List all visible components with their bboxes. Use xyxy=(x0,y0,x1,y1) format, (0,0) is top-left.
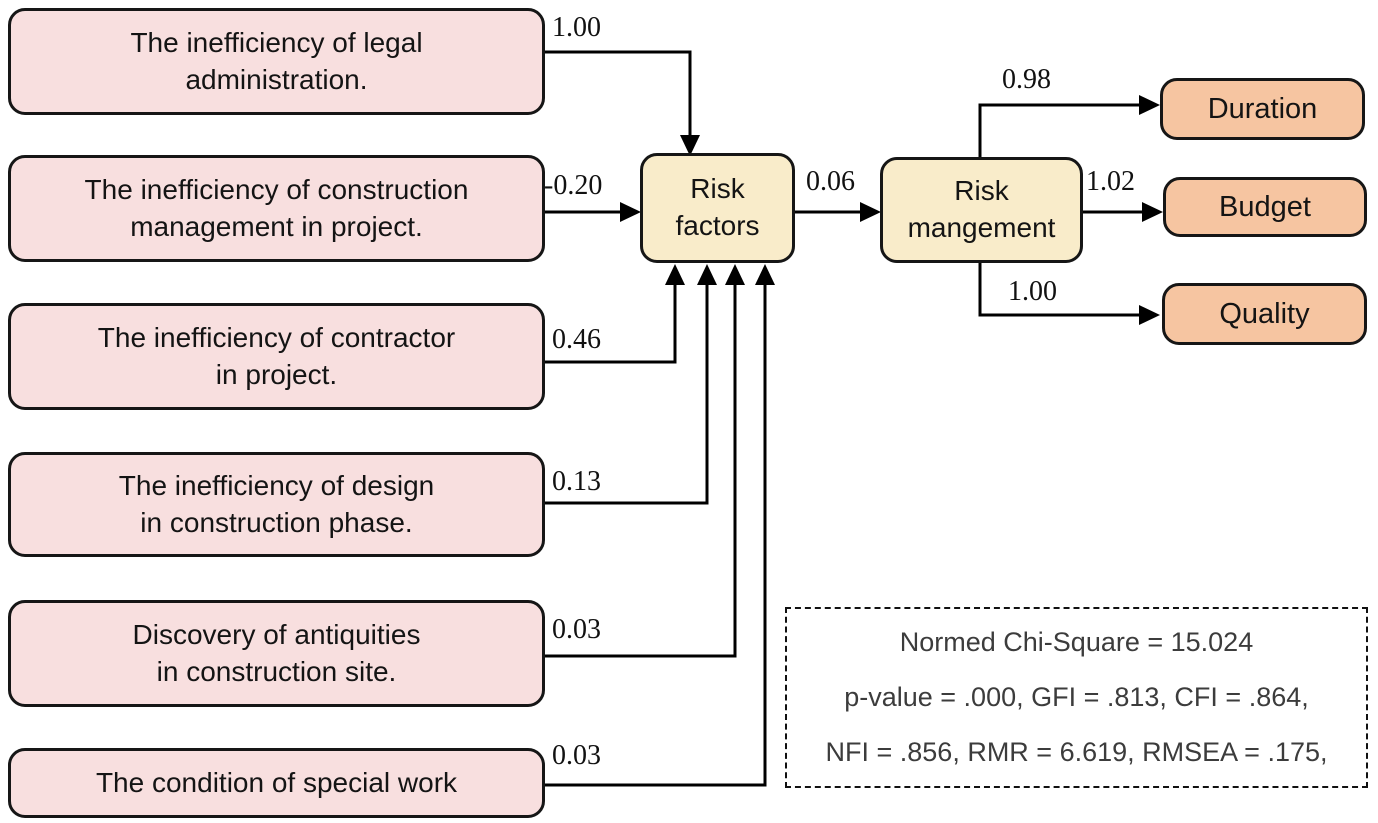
coef-antiquities: 0.03 xyxy=(552,614,601,645)
arrow-risk-management-to-budget xyxy=(1083,202,1163,222)
coef-quality: 1.00 xyxy=(1008,276,1057,307)
arrow-risk-management-to-quality xyxy=(978,263,1160,325)
arrow-legal-to-risk-factors xyxy=(545,50,700,156)
indicator-box-design: The inefficiency of design in constructi… xyxy=(8,452,545,557)
fit-statistics-line-1: Normed Chi-Square = 15.024 xyxy=(899,627,1254,657)
indicator-box-special-work: The condition of special work xyxy=(8,748,545,818)
indicator-box-contractor: The inefficiency of contractor in projec… xyxy=(8,303,545,410)
arrow-risk-factors-to-risk-management xyxy=(795,202,881,222)
arrow-risk-management-to-duration xyxy=(978,95,1160,157)
coef-risk-factors-to-management: 0.06 xyxy=(806,166,855,197)
indicator-box-construction-management: The inefficiency of construction managem… xyxy=(8,155,545,262)
outcome-box-budget: Budget xyxy=(1163,177,1367,237)
latent-box-risk-management: Risk mangement xyxy=(880,157,1083,263)
arrow-antiquities-to-risk-factors xyxy=(545,264,745,658)
coef-duration: 0.98 xyxy=(1002,64,1051,95)
fit-statistics-box: Normed Chi-Square = 15.024 p-value = .00… xyxy=(785,607,1368,788)
arrow-construction-mgmt-to-risk-factors xyxy=(545,202,641,222)
outcome-box-quality: Quality xyxy=(1162,283,1367,345)
coef-contractor: 0.46 xyxy=(552,324,601,355)
coef-design: 0.13 xyxy=(552,466,601,497)
coef-special-work: 0.03 xyxy=(552,740,601,771)
coef-budget: 1.02 xyxy=(1086,166,1135,197)
coef-construction-management: -0.20 xyxy=(544,170,603,201)
indicator-box-antiquities: Discovery of antiquities in construction… xyxy=(8,600,545,707)
fit-statistics-line-2: p-value = .000, GFI = .813, CFI = .864, xyxy=(844,682,1309,712)
coef-legal: 1.00 xyxy=(552,12,601,43)
fit-statistics-line-3: NFI = .856, RMR = 6.619, RMSEA = .175, xyxy=(825,737,1328,767)
indicator-box-legal-administration: The inefficiency of legal administration… xyxy=(8,8,545,115)
outcome-box-duration: Duration xyxy=(1160,78,1365,140)
latent-box-risk-factors: Risk factors xyxy=(640,153,795,263)
